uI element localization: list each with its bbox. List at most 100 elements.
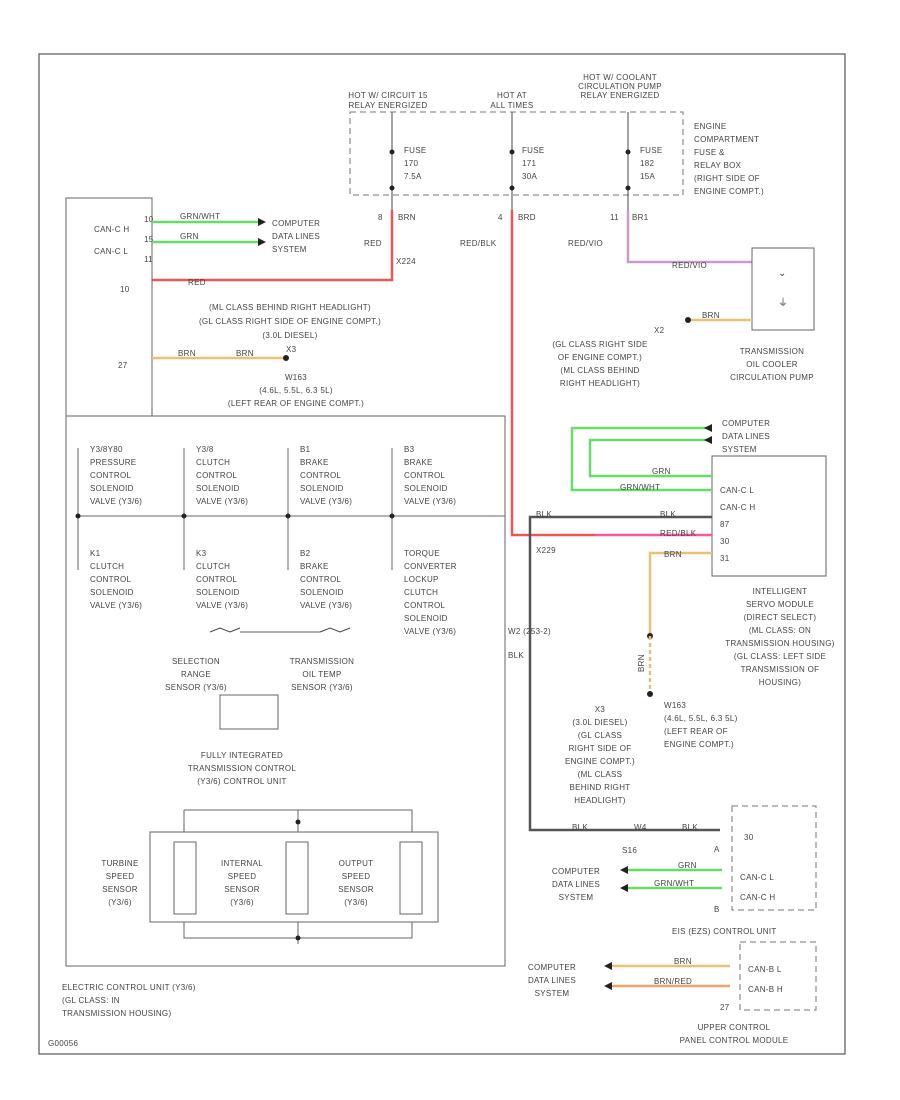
- svg-text:(ML CLASS: ON: (ML CLASS: ON: [749, 626, 811, 635]
- svg-text:COMPUTER: COMPUTER: [528, 963, 576, 972]
- svg-text:CONTROL: CONTROL: [90, 575, 131, 584]
- eis-can-h: CAN-B H: [748, 985, 783, 994]
- servo-red-blk: RED/BLK: [660, 529, 697, 538]
- svg-text:CONTROL: CONTROL: [300, 575, 341, 584]
- eis-brn-red: BRN/RED: [654, 977, 692, 986]
- svg-text:BEHIND RIGHT: BEHIND RIGHT: [570, 783, 631, 792]
- svg-text:(4.6L, 5.5L, 6.3 5L): (4.6L, 5.5L, 6.3 5L): [664, 714, 738, 723]
- pump-x2: X2: [654, 326, 665, 335]
- svg-text:HOUSING): HOUSING): [759, 678, 801, 687]
- svg-text:(Y3/6): (Y3/6): [108, 898, 132, 907]
- upper-control-label: UPPER CONTROL PANEL CONTROL MODULE: [680, 1023, 789, 1045]
- svg-text:RANGE: RANGE: [181, 670, 211, 679]
- hot-label-2: HOT AT ALL TIMES: [490, 91, 533, 110]
- ecu-label: ELECTRIC CONTROL UNIT (Y3/6) (GL CLASS: …: [62, 983, 195, 1018]
- red-wire-label: RED: [364, 239, 382, 248]
- can-l-label: CAN-C L: [94, 247, 128, 256]
- pump-motor-icon: ⌄: [778, 268, 787, 279]
- svg-text:RIGHT SIDE OF: RIGHT SIDE OF: [569, 744, 632, 753]
- internal-speed-sensor: INTERNAL SPEED SENSOR (Y3/6): [221, 859, 263, 907]
- violet-wire: [626, 210, 752, 264]
- pump-box: [751, 247, 815, 331]
- svg-text:B2: B2: [300, 549, 311, 558]
- brn-vertical: BRN: [637, 654, 646, 672]
- sensor-box: [219, 694, 279, 730]
- output-sensor-coil: [399, 841, 423, 915]
- svg-text:CIRCULATION PUMP: CIRCULATION PUMP: [578, 82, 662, 91]
- svg-text:SENSOR (Y3/6): SENSOR (Y3/6): [165, 683, 227, 692]
- servo-grn: GRN: [652, 467, 671, 476]
- svg-text:(4.6L, 5.5L, 6.3 5L): (4.6L, 5.5L, 6.3 5L): [259, 386, 333, 395]
- svg-text:TRANSMISSION: TRANSMISSION: [740, 347, 805, 356]
- svg-text:SOLENOID: SOLENOID: [90, 588, 134, 597]
- svg-text:ENGINE: ENGINE: [694, 122, 726, 131]
- svg-text:CONTROL: CONTROL: [300, 471, 341, 480]
- esm-box: [731, 805, 817, 911]
- svg-text:VALVE (Y3/6): VALVE (Y3/6): [90, 497, 142, 506]
- svg-text:SPEED: SPEED: [342, 872, 371, 881]
- fuse-pin-8: 8: [378, 213, 383, 222]
- svg-text:(RIGHT SIDE OF: (RIGHT SIDE OF: [694, 174, 760, 183]
- fuse-pin-11-wire: BR1: [632, 213, 649, 222]
- oil-temp-sensor-label: TRANSMISSION OIL TEMP SENSOR (Y3/6): [290, 657, 355, 692]
- can-h-label: CAN-C H: [94, 225, 129, 234]
- fuse-pin-4-wire: BRD: [518, 213, 536, 222]
- eis-pin-27: 27: [720, 1003, 730, 1012]
- fuse-box-location: ENGINE COMPARTMENT FUSE & RELAY BOX (RIG…: [694, 122, 764, 196]
- fuse-pin-4: 4: [498, 213, 503, 222]
- svg-text:FUSE: FUSE: [404, 146, 427, 155]
- fuse-box-outline: [349, 111, 684, 196]
- diagram-frame: [38, 53, 846, 1055]
- svg-text:SELECTION: SELECTION: [172, 657, 220, 666]
- svg-text:TRANSMISSION HOUSING): TRANSMISSION HOUSING): [725, 639, 834, 648]
- esm-can-l: CAN-C L: [740, 873, 774, 882]
- svg-text:W163: W163: [285, 373, 307, 382]
- svg-text:SYSTEM: SYSTEM: [535, 989, 570, 998]
- svg-text:30A: 30A: [522, 172, 537, 181]
- esm-30: 30: [744, 833, 754, 842]
- svg-text:SENSOR: SENSOR: [102, 885, 138, 894]
- svg-text:ALL TIMES: ALL TIMES: [490, 101, 533, 110]
- computer-data-lines-eis: COMPUTER DATA LINES SYSTEM: [528, 963, 576, 998]
- pump-brn-label: BRN: [702, 311, 720, 320]
- svg-text:Y3/8Y80: Y3/8Y80: [90, 445, 123, 454]
- svg-text:SENSOR (Y3/6): SENSOR (Y3/6): [291, 683, 353, 692]
- svg-text:VALVE (Y3/6): VALVE (Y3/6): [404, 627, 456, 636]
- svg-text:TRANSMISSION: TRANSMISSION: [290, 657, 355, 666]
- svg-text:TURBINE: TURBINE: [101, 859, 138, 868]
- svg-text:INTELLIGENT: INTELLIGENT: [753, 587, 808, 596]
- fuse-171: FUSE 171 30A: [522, 146, 544, 181]
- turbine-speed-sensor: TURBINE SPEED SENSOR (Y3/6): [101, 859, 138, 907]
- servo-can-h: CAN-C H: [720, 503, 755, 512]
- svg-text:RELAY ENERGIZED: RELAY ENERGIZED: [581, 91, 660, 100]
- svg-text:VALVE (Y3/6): VALVE (Y3/6): [300, 497, 352, 506]
- svg-text:BRAKE: BRAKE: [404, 458, 433, 467]
- svg-text:CLUTCH: CLUTCH: [90, 562, 124, 571]
- svg-text:SENSOR: SENSOR: [338, 885, 374, 894]
- svg-text:VALVE (Y3/6): VALVE (Y3/6): [404, 497, 456, 506]
- servo-87: 87: [720, 520, 730, 529]
- svg-text:PANEL CONTROL MODULE: PANEL CONTROL MODULE: [680, 1036, 789, 1045]
- svg-text:SYSTEM: SYSTEM: [559, 893, 594, 902]
- svg-text:CONTROL: CONTROL: [196, 575, 237, 584]
- svg-text:CLUTCH: CLUTCH: [404, 588, 438, 597]
- fuse-pin-11: 11: [610, 213, 619, 222]
- svg-text:VALVE (Y3/6): VALVE (Y3/6): [300, 601, 352, 610]
- svg-text:SYSTEM: SYSTEM: [722, 445, 757, 454]
- output-speed-sensor: OUTPUT SPEED SENSOR (Y3/6): [338, 859, 374, 907]
- svg-text:UPPER CONTROL: UPPER CONTROL: [698, 1023, 771, 1032]
- svg-text:TRANSMISSION CONTROL: TRANSMISSION CONTROL: [188, 764, 296, 773]
- svg-text:ENGINE COMPT.): ENGINE COMPT.): [664, 740, 734, 749]
- computer-data-lines-esm: COMPUTER DATA LINES SYSTEM: [552, 867, 600, 902]
- svg-text:CONTROL: CONTROL: [196, 471, 237, 480]
- svg-text:(3.0L DIESEL): (3.0L DIESEL): [262, 331, 317, 340]
- svg-text:FULLY INTEGRATED: FULLY INTEGRATED: [201, 751, 283, 760]
- svg-text:COMPUTER: COMPUTER: [552, 867, 600, 876]
- svg-text:SOLENOID: SOLENOID: [404, 614, 448, 623]
- svg-text:(ML CLASS BEHIND: (ML CLASS BEHIND: [560, 366, 639, 375]
- svg-text:COMPARTMENT: COMPARTMENT: [694, 135, 759, 144]
- pump-ground-icon: ⏚: [778, 297, 788, 309]
- svg-text:SOLENOID: SOLENOID: [404, 484, 448, 493]
